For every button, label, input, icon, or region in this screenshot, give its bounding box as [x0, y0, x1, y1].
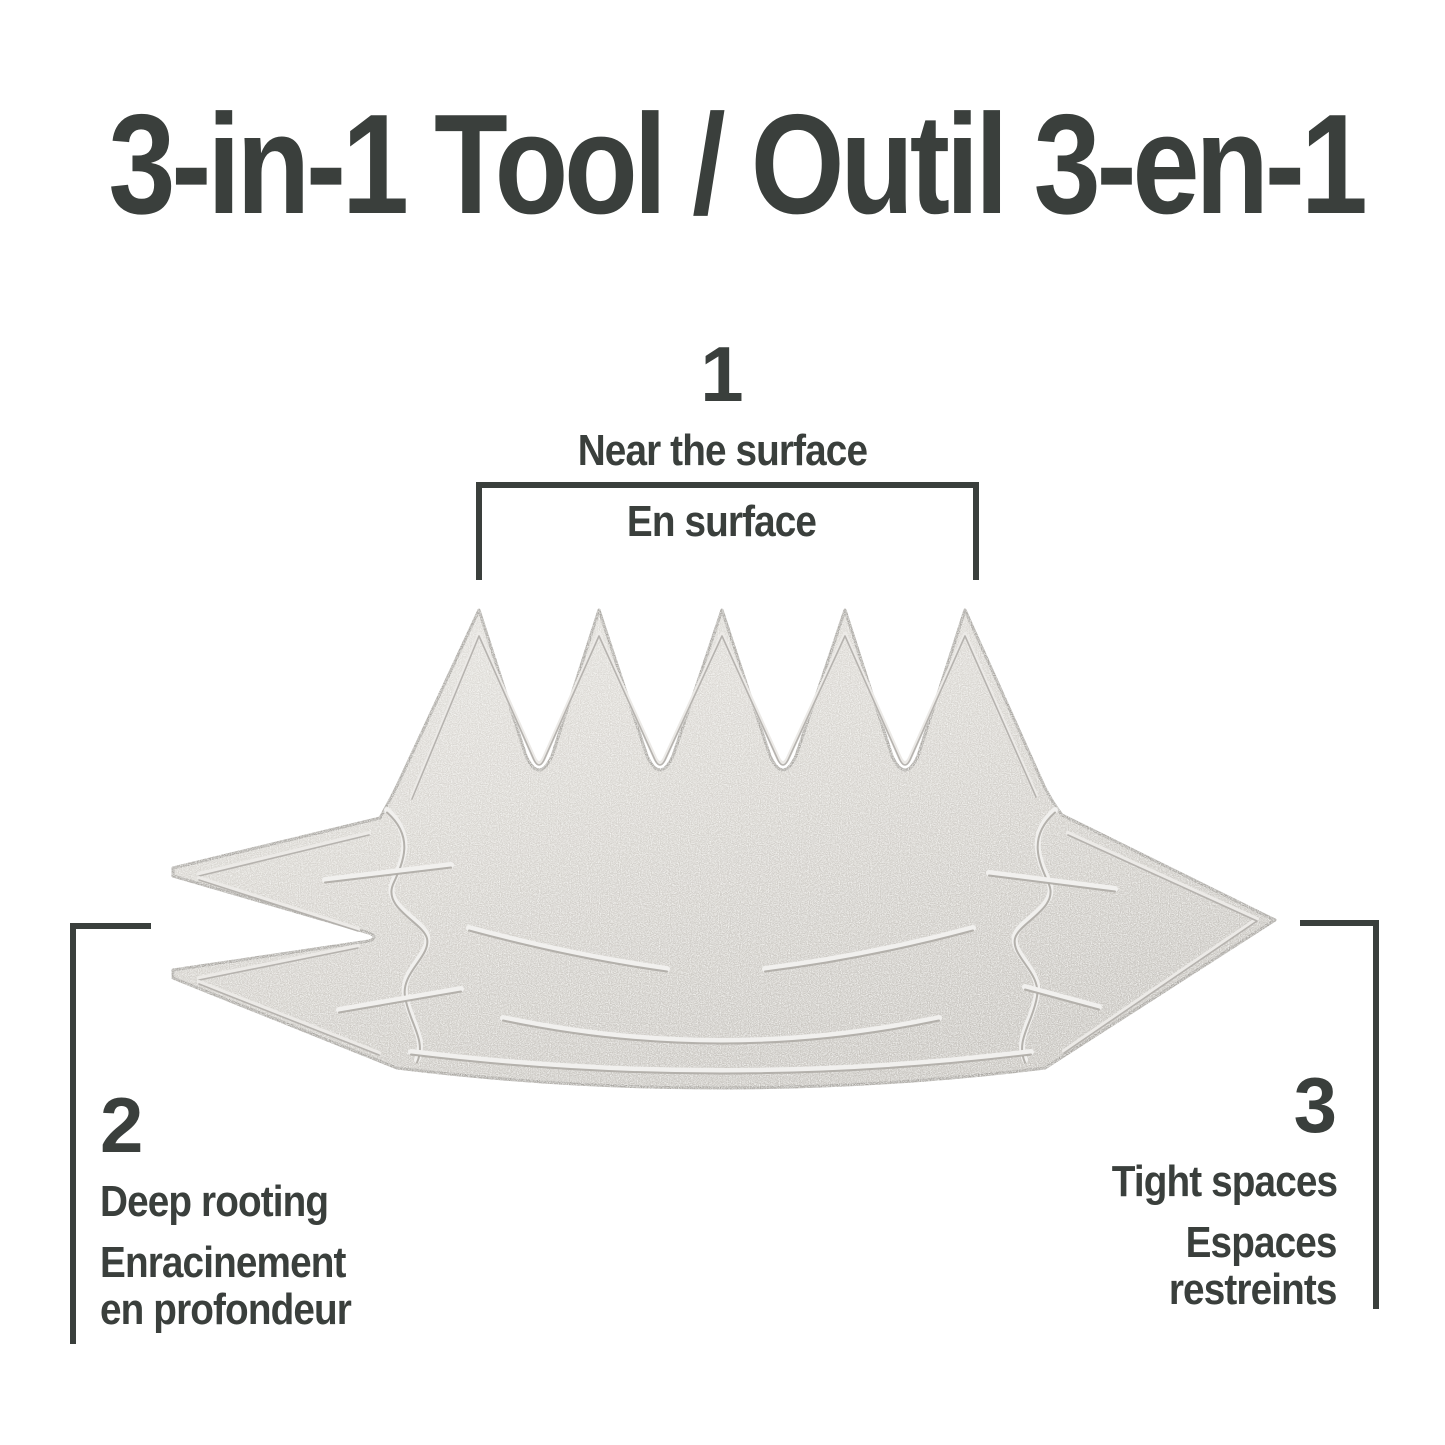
- callout-1-text-en: Near the surface: [577, 426, 867, 475]
- callout-3: 3 Tight spaces Espaces restreints: [1081, 1061, 1338, 1315]
- callout-3-text-fr-line1: Espaces: [1186, 1218, 1338, 1268]
- callout-3-text-en: Tight spaces: [1111, 1157, 1338, 1206]
- callout-2: 2 Deep rooting Enracinement en profondeu…: [100, 1086, 385, 1333]
- callout-3-text-fr-line2: restreints: [1169, 1265, 1338, 1315]
- callout-2-text-fr-line1: Enracinement: [100, 1238, 346, 1288]
- callout-2-number: 2: [100, 1081, 144, 1169]
- page-title: 3-in-1 Tool / Outil 3-en-1: [108, 85, 1367, 244]
- callout-1-text-fr: En surface: [626, 497, 817, 546]
- tool-illustration: [171, 608, 1277, 1090]
- callout-2-text-en: Deep rooting: [100, 1177, 329, 1226]
- callout-2-bracket: [70, 923, 151, 1344]
- callout-2-text-fr-line2: en profondeur: [100, 1285, 352, 1335]
- callout-1: 1 Near the surface: [372, 335, 1072, 474]
- callout-1-number: 1: [700, 330, 744, 418]
- callout-1-bracket: [476, 482, 979, 580]
- callout-3-number: 3: [1293, 1061, 1337, 1149]
- callout-3-bracket: [1300, 920, 1379, 1309]
- tool-body: [171, 608, 1277, 1090]
